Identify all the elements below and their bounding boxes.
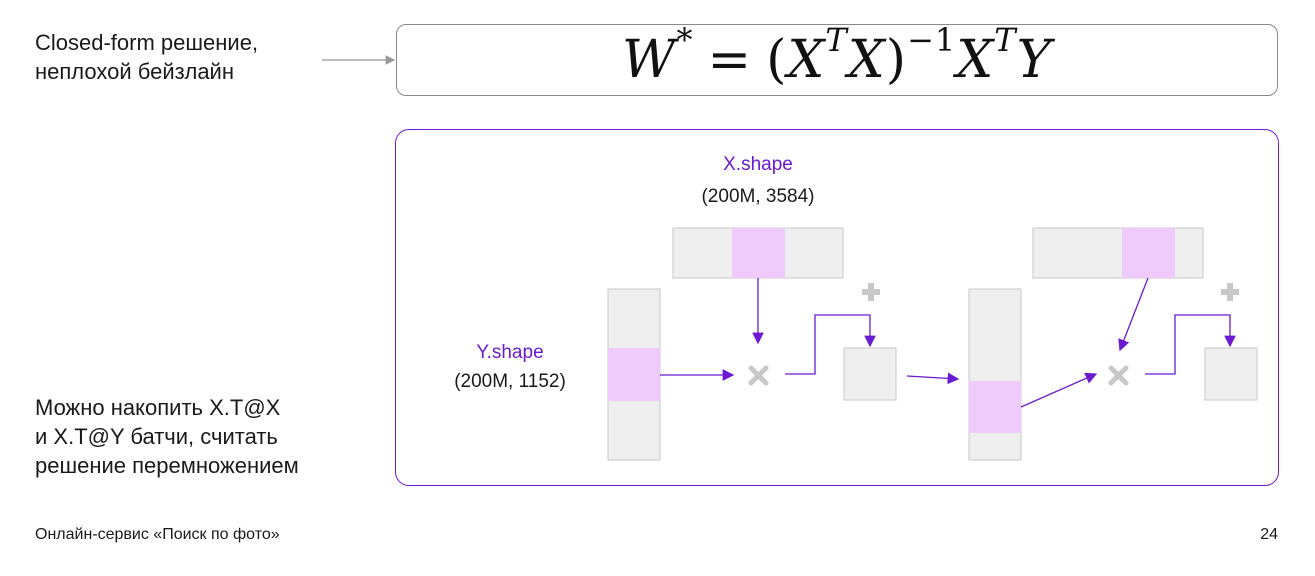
x-shape-label: X.shape (723, 154, 793, 175)
formula-w: W (622, 30, 677, 90)
closed-form-caption-line1: Closed-form решение, (35, 30, 259, 55)
closed-form-caption: Closed-form решение, неплохой бейзлайн (35, 28, 258, 86)
accumulate-caption-line3: решение перемножением (35, 453, 299, 478)
formula-t1: T (825, 21, 848, 59)
y-shape-label: Y.shape (476, 342, 544, 363)
formula-x2: X (847, 30, 886, 90)
formula-lparen: ( (766, 30, 788, 90)
accumulate-caption-line1: Можно накопить X.T@X (35, 395, 281, 420)
y-shape-dims: (200M, 1152) (454, 371, 566, 392)
formula-star: * (676, 21, 694, 59)
formula-x1: X (787, 30, 826, 90)
accumulate-caption-line2: и X.T@Y батчи, считать (35, 424, 278, 449)
x-shape-dims: (200M, 3584) (701, 186, 815, 207)
formula-y: Y (1016, 30, 1052, 90)
formula-rparen: ) (885, 30, 908, 90)
diagram-box (395, 129, 1279, 486)
formula-t2: T (994, 21, 1017, 59)
formula-equals: = (707, 30, 753, 90)
footer-service: Онлайн-сервис «Поиск по фото» (35, 526, 280, 543)
accumulate-caption: Можно накопить X.T@X и X.T@Y батчи, счит… (35, 393, 299, 480)
page-number: 24 (1260, 526, 1278, 543)
closed-form-caption-line2: неплохой бейзлайн (35, 59, 234, 84)
formula-inverse: −1 (907, 21, 957, 59)
formula-x3: X (956, 30, 995, 90)
